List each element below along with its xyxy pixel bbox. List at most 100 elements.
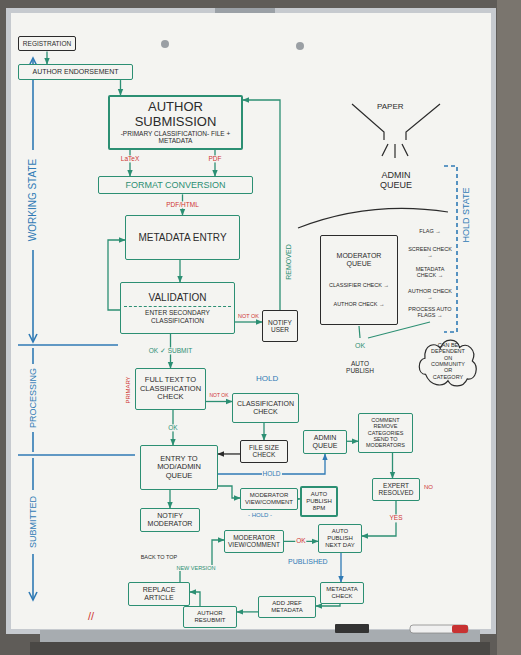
node-title: AUTO PUBLISH 8PM xyxy=(305,491,333,512)
note-label: PRIMARY xyxy=(125,376,132,403)
room-wall xyxy=(497,0,521,655)
node-text: CLASSIFIER CHECK → xyxy=(324,282,394,288)
process-box: AUTHOR SUBMISSION-PRIMARY CLASSIFICATION… xyxy=(108,95,243,150)
status-label: OK xyxy=(355,342,365,350)
process-box: REPLACE ARTICLE xyxy=(128,582,190,606)
node-title: MODERATOR VIEW/COMMENT xyxy=(228,534,280,549)
note-label: BACK TO TOP xyxy=(134,554,184,560)
process-box: REGISTRATION xyxy=(18,36,76,51)
node-text: -PRIMARY CLASSIFICATION- FILE + METADATA xyxy=(113,130,238,145)
state-divider xyxy=(18,454,135,456)
connector xyxy=(190,592,200,606)
node-title: REGISTRATION xyxy=(22,40,72,47)
connector xyxy=(340,553,341,582)
check-box: FILE SIZE CHECK xyxy=(240,440,288,463)
node-title: METADATA CHECK xyxy=(324,586,360,600)
cloud-outline xyxy=(419,340,476,386)
process-box: AUTHOR RESUBMIT xyxy=(183,606,237,628)
state-line xyxy=(32,554,34,600)
status-label: HOLD xyxy=(256,374,278,383)
marker-cap xyxy=(452,625,468,633)
connector xyxy=(120,80,121,95)
connector xyxy=(180,540,224,582)
state-label: HOLD STATE xyxy=(461,187,471,242)
paper-funnel xyxy=(298,104,448,228)
edge-label: LaTeX xyxy=(120,155,140,162)
merge-line xyxy=(359,326,360,338)
state-bracket xyxy=(18,58,457,600)
edge-label: OK xyxy=(167,424,178,431)
edge-label: HOLD xyxy=(261,470,281,477)
check-label: AUTHOR CHECK → xyxy=(408,288,452,301)
queue-box: ADMIN QUEUE xyxy=(303,430,347,454)
status-label: - HOLD - xyxy=(248,512,272,519)
connector xyxy=(129,150,130,176)
state-line xyxy=(32,250,34,342)
connector xyxy=(263,423,264,440)
process-box: AUTO PUBLISH 8PM xyxy=(300,486,338,517)
edge-label: OK ✓ SUBMIT xyxy=(148,347,194,354)
check-label: METADATA CHECK → xyxy=(408,266,452,279)
connector xyxy=(392,453,393,478)
eraser xyxy=(335,624,369,633)
floor xyxy=(30,642,490,655)
node-title: AUTHOR ENDORSEMENT xyxy=(22,68,129,76)
state-divider xyxy=(18,344,118,346)
state-arrow xyxy=(29,334,37,342)
node-title: COMMENT REMOVE CATEGORIES SEND TO MODERA… xyxy=(362,417,409,449)
connector xyxy=(218,453,240,454)
node-title: CLASSIFICATION CHECK xyxy=(236,400,295,416)
process-box: FULL TEXT TO CLASSIFICATION CHECK xyxy=(135,368,206,410)
queue-arc xyxy=(298,208,448,228)
check-label: PROCESS AUTO FLAGS → xyxy=(408,306,452,319)
process-box: AUTHOR ENDORSEMENT xyxy=(18,64,133,80)
node-title: AUTO PUBLISH NEXT DAY xyxy=(322,528,358,549)
node-title: EXPERT RESOLVED xyxy=(376,482,416,497)
connector xyxy=(347,441,358,442)
connector xyxy=(46,51,47,64)
node-title: REPLACE ARTICLE xyxy=(132,586,186,602)
connector xyxy=(237,611,258,612)
node-title: FORMAT CONVERSION xyxy=(102,180,249,190)
state-line xyxy=(32,432,34,452)
node-title: AUTHOR RESUBMIT xyxy=(187,610,233,624)
step-label: AUTO PUBLISH xyxy=(338,360,382,375)
decision-box: EXPERT RESOLVED xyxy=(372,478,420,501)
node-title: FILE SIZE CHECK xyxy=(244,444,284,459)
node-title: MODERATOR QUEUE xyxy=(324,252,394,268)
process-box: METADATA ENTRY xyxy=(125,215,240,260)
line-label: REMOVED xyxy=(285,244,293,279)
node-title: ADMIN QUEUE xyxy=(307,434,343,450)
process-box: FORMAT CONVERSION xyxy=(98,176,253,194)
funnel-ray xyxy=(394,144,395,158)
status-label: PUBLISHED xyxy=(288,558,328,566)
state-line xyxy=(32,458,34,490)
process-box: NOTIFY USER xyxy=(262,310,298,342)
section-label: ADMIN QUEUE xyxy=(366,170,426,191)
connector xyxy=(235,321,262,322)
marker-pen xyxy=(410,625,468,633)
frame-clip xyxy=(215,8,275,13)
queue-box: MODERATOR QUEUECLASSIFIER CHECK →AUTHOR … xyxy=(320,235,398,325)
funnel-ray xyxy=(402,144,408,156)
process-box: MODERATOR VIEW/COMMENT xyxy=(240,488,298,510)
edge-label: OK xyxy=(295,538,306,545)
check-box: CLASSIFICATION CHECK xyxy=(232,393,299,423)
illustration-label: PAPER xyxy=(377,102,404,111)
node-title: MODERATOR VIEW/COMMENT xyxy=(244,492,294,506)
magnet xyxy=(296,42,304,50)
node-title: FULL TEXT TO CLASSIFICATION CHECK xyxy=(139,376,202,402)
magnet xyxy=(161,40,169,48)
status-label: NO xyxy=(424,484,433,491)
process-box: ENTRY TO MOD/ADMIN QUEUE xyxy=(140,445,218,490)
node-title: NOTIFY USER xyxy=(266,319,294,334)
state-line xyxy=(32,348,34,364)
node-title: METADATA ENTRY xyxy=(129,232,236,244)
connector xyxy=(243,100,280,310)
process-box: MODERATOR VIEW/COMMENT xyxy=(224,530,284,553)
edge-label: PDF xyxy=(208,155,223,162)
node-title: AUTHOR SUBMISSION xyxy=(113,100,238,130)
node-title: NOTIFY MODERATOR xyxy=(144,512,196,528)
connector xyxy=(316,604,340,606)
connector xyxy=(179,260,180,282)
